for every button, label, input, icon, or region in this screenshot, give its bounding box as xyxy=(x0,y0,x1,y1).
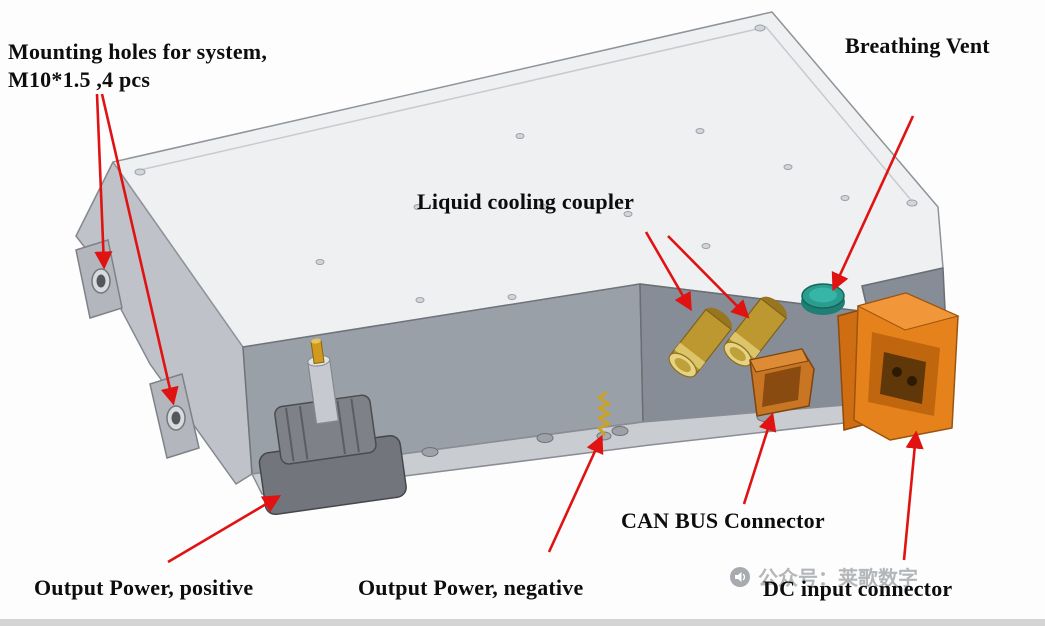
mounting-hole-2-bore xyxy=(171,411,181,425)
arrow-output-positive xyxy=(167,495,282,564)
can-bus-connector-shape xyxy=(749,348,815,417)
flange-hole xyxy=(536,433,554,443)
label-output-negative: Output Power, negative xyxy=(358,575,584,600)
arrow-mounting-hole-1 xyxy=(94,93,113,270)
arrow-breathing-vent xyxy=(831,115,915,292)
arrow-mounting-hole-2 xyxy=(100,93,179,406)
top-screw-holes xyxy=(134,24,918,303)
breathing-vent-shape xyxy=(801,283,845,315)
cooling-coupler-1 xyxy=(668,307,733,378)
label-mounting-holes: Mounting holes for system, M10*1.5 ,4 pc… xyxy=(8,38,267,93)
label-output-positive: Output Power, positive xyxy=(34,575,254,600)
watermark: 公众号：莱歌数字 xyxy=(729,562,918,591)
watermark-text: 公众号：莱歌数字 xyxy=(758,568,918,590)
dc-input-connector-shape xyxy=(837,292,960,441)
output-positive-connector-shape xyxy=(258,338,407,516)
arrow-cooling-1 xyxy=(644,231,692,312)
label-can-bus: CAN BUS Connector xyxy=(621,508,825,533)
label-liquid-cooling: Liquid cooling coupler xyxy=(417,189,635,214)
label-dc-input: DC input connector xyxy=(763,576,953,601)
arrow-cooling-2 xyxy=(667,235,750,319)
label-mounting-holes-line1: Mounting holes for system, xyxy=(8,39,268,64)
mounting-hole-1-bore xyxy=(96,274,106,288)
arrow-output-negative xyxy=(547,434,604,553)
megaphone-icon xyxy=(730,566,750,587)
flange-hole xyxy=(421,447,439,457)
lid-edge-line xyxy=(139,26,917,207)
bottom-strip xyxy=(0,619,1045,626)
arrow-dc-input xyxy=(902,430,924,561)
cooling-coupler-2 xyxy=(723,296,788,367)
flange-hole xyxy=(611,426,629,436)
callout-arrows xyxy=(94,93,924,564)
label-breathing-vent: Breathing Vent xyxy=(845,33,990,58)
arrow-can-bus xyxy=(742,412,777,505)
label-mounting-holes-line2: M10*1.5 ,4 pcs xyxy=(8,66,151,92)
